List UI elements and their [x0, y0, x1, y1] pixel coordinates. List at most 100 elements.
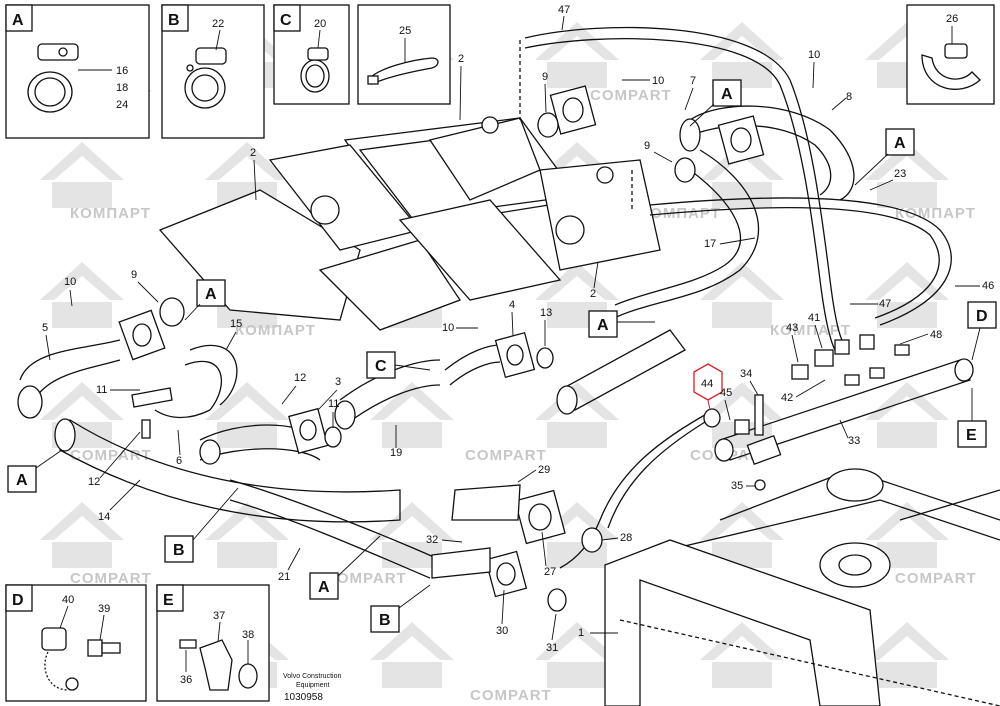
- part-label: 47: [879, 298, 891, 310]
- ref-letter: B: [173, 542, 185, 559]
- watermark-text: COMPART: [70, 570, 152, 587]
- part-label: 47: [558, 4, 570, 16]
- part-label: 16: [116, 65, 128, 77]
- part-label: 35: [731, 480, 743, 492]
- part-label: 15: [230, 318, 242, 330]
- watermark-text: КОМПАРТ: [235, 322, 316, 339]
- hoses: [17, 26, 1000, 579]
- detail-box-letter: B: [168, 12, 180, 29]
- detail-box-letter: C: [280, 12, 292, 29]
- part-label: 24: [116, 99, 128, 111]
- dust-cap-icon: [41, 627, 79, 691]
- watermark-text: COMPART: [325, 570, 407, 587]
- part-label: 12: [88, 476, 100, 488]
- pump-assembly: [158, 116, 661, 331]
- part-label: 4: [509, 299, 515, 311]
- part-label: 8: [846, 91, 852, 103]
- caption-line: Equipment: [296, 682, 330, 689]
- part-label: 10: [442, 322, 454, 334]
- part-label: 33: [848, 435, 860, 447]
- part-label: 39: [98, 603, 110, 615]
- part-label: 19: [390, 447, 402, 459]
- ref-letter: A: [597, 317, 609, 334]
- part-label: 22: [212, 18, 224, 30]
- ref-markers: A A A A A A B B C D E: [7, 79, 997, 633]
- part-label: 32: [426, 534, 438, 546]
- strap-clamp-icon: [921, 43, 981, 90]
- watermark-text: COMPART: [895, 570, 977, 587]
- hose-clamp-icon: [27, 43, 79, 113]
- part-44-highlight: 44: [693, 363, 723, 411]
- part-label: 10: [64, 276, 76, 288]
- part-label: 11: [96, 384, 107, 396]
- hose-clamp-icon: [300, 47, 330, 93]
- part-label: 41: [808, 312, 820, 324]
- part-label: 2: [458, 53, 464, 65]
- watermark-text: КОМПАРТ: [640, 205, 721, 222]
- part-labels: 47 2 10 7 9 8 10 9 23 2 17 2 10 9 5 15 1…: [42, 4, 994, 654]
- part-label: 20: [314, 18, 326, 30]
- part-label: 5: [42, 322, 48, 334]
- part-label: 11: [328, 398, 339, 410]
- part-label: 38: [242, 629, 254, 641]
- frame-member: [604, 468, 1000, 706]
- part-label: 6: [176, 455, 182, 467]
- part-label: 48: [930, 329, 942, 341]
- detail-box-c: C 20: [273, 4, 350, 105]
- ref-letter: A: [894, 135, 906, 152]
- ref-letter: A: [16, 472, 28, 489]
- watermark-text: COMPART: [470, 687, 552, 704]
- part-label: 28: [620, 532, 632, 544]
- part-label: 45: [720, 387, 732, 399]
- part-label: 29: [538, 464, 550, 476]
- part-label: 27: [544, 566, 556, 578]
- part-label: 10: [808, 49, 820, 61]
- part-label: 3: [335, 376, 341, 388]
- flanges-and-fittings: [118, 85, 1000, 706]
- detail-box-a: A 16 18 24: [5, 4, 150, 139]
- hose-clamp-icon: [184, 47, 227, 109]
- part-label: 9: [542, 71, 548, 83]
- part-label: 9: [131, 269, 137, 281]
- watermark-text: COMPART: [465, 447, 547, 464]
- ref-letter: E: [966, 427, 977, 444]
- detail-box-letter: E: [163, 592, 174, 609]
- part-label: 14: [98, 511, 110, 523]
- clamp-block-icon: [179, 639, 258, 691]
- fitting-cluster: [703, 334, 910, 491]
- detail-box-strap: 26: [906, 4, 995, 105]
- part-label: 31: [546, 642, 558, 654]
- part-label: 43: [786, 322, 798, 334]
- watermark-text: COMPART: [590, 87, 672, 104]
- part-label: 18: [116, 82, 128, 94]
- nipple-fitting-icon: [87, 639, 121, 657]
- ref-letter: A: [721, 86, 733, 103]
- part-label: 30: [496, 625, 508, 637]
- part-label: 17: [704, 238, 716, 250]
- detail-box-e: E 37 38 36: [156, 584, 270, 702]
- part-label: 2: [590, 288, 596, 300]
- part-label: 23: [894, 168, 906, 180]
- part-label: 9: [644, 140, 650, 152]
- part-label: 26: [946, 13, 958, 25]
- part-label: 34: [740, 368, 752, 380]
- part-label: 36: [180, 674, 192, 686]
- detail-box-letter: A: [12, 12, 24, 29]
- cable-tie-icon: [367, 57, 439, 85]
- watermark-text: КОМПАРТ: [895, 205, 976, 222]
- document-number: 1030958: [284, 692, 323, 703]
- part-label: 21: [278, 571, 290, 583]
- ref-letter: B: [379, 612, 391, 629]
- part-label: 7: [690, 75, 696, 87]
- part-label: 2: [250, 147, 256, 159]
- watermark-text: КОМПАРТ: [70, 205, 151, 222]
- detail-box-b: B 22: [161, 4, 265, 139]
- caption-block: Volvo Construction Equipment 1030958: [283, 673, 341, 703]
- part-label: 42: [781, 392, 793, 404]
- caption-line: Volvo Construction: [283, 673, 341, 680]
- part-label: 25: [399, 25, 411, 37]
- part-label: 1: [578, 627, 584, 639]
- part-label: 40: [62, 594, 74, 606]
- part-label: 13: [540, 307, 552, 319]
